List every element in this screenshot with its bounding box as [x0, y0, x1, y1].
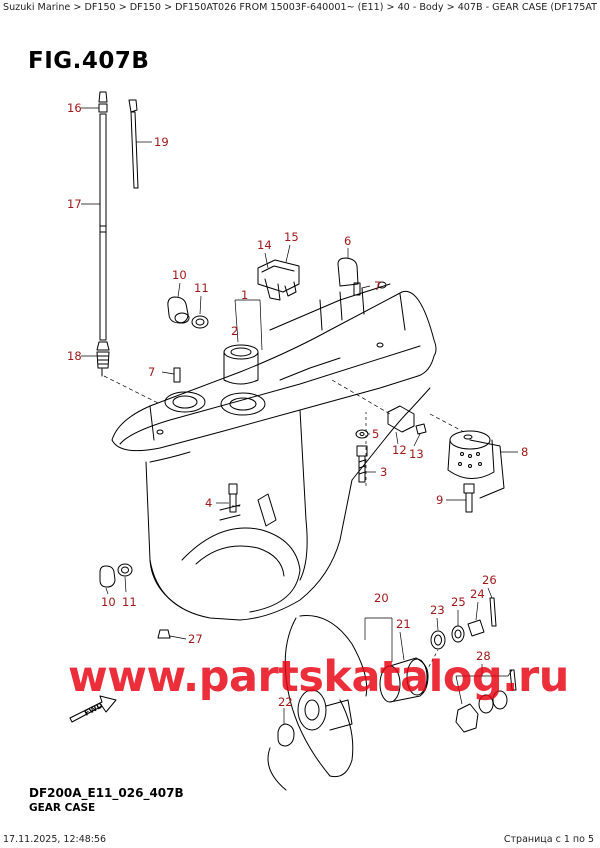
plug-lower-part	[99, 563, 133, 588]
callout-6[interactable]: 6	[344, 234, 351, 248]
callout-4[interactable]: 4	[205, 496, 212, 510]
fwd-label: FWD	[83, 701, 105, 718]
side-bolt-part	[228, 483, 238, 513]
watermark: www.partskatalog.ru	[68, 652, 569, 702]
callout-7[interactable]: 7	[148, 365, 155, 379]
callout-16[interactable]: 16	[67, 101, 82, 115]
bolt-washer-part	[355, 429, 369, 483]
callout-17[interactable]: 17	[67, 197, 82, 211]
callout-18[interactable]: 18	[67, 349, 82, 363]
tie-strip-part	[128, 99, 139, 189]
callout-3[interactable]: 3	[380, 465, 387, 479]
figure-caption: GEAR CASE	[29, 802, 96, 814]
callout-23[interactable]: 23	[430, 603, 445, 617]
callout-7[interactable]: 7	[374, 279, 381, 293]
thrust-washer-part	[430, 619, 485, 650]
callout-28[interactable]: 28	[476, 649, 491, 663]
cotter-pin-part	[489, 597, 497, 627]
anode-bolt-part	[463, 483, 475, 513]
gear-case-housing	[111, 281, 437, 621]
callout-25[interactable]: 25	[451, 595, 466, 609]
callout-10[interactable]: 10	[172, 268, 187, 282]
figure-title: FIG.407B	[28, 48, 150, 74]
callout-19[interactable]: 19	[154, 135, 169, 149]
callout-20[interactable]: 20	[374, 591, 389, 605]
propeller-bushing-part	[379, 657, 429, 703]
callout-11[interactable]: 11	[194, 281, 209, 295]
footer-pagination: Страница с 1 по 5	[503, 834, 594, 845]
propeller-nut-part	[455, 669, 517, 733]
callout-15[interactable]: 15	[284, 230, 299, 244]
callout-1[interactable]: 1	[241, 288, 248, 302]
dowel-pin-part	[173, 282, 361, 383]
callout-labels: 16 19 17 18 14 15 6 10 11 1 7 2 7 5 12 1…	[67, 101, 528, 709]
callout-11[interactable]: 11	[122, 595, 137, 609]
callout-14[interactable]: 14	[257, 238, 272, 252]
callout-12[interactable]: 12	[392, 443, 407, 457]
callout-10[interactable]: 10	[101, 595, 116, 609]
callout-8[interactable]: 8	[521, 445, 528, 459]
callout-22[interactable]: 22	[278, 695, 293, 709]
clip-part	[387, 405, 427, 435]
drive-shaft-part	[96, 91, 110, 377]
fwd-arrow-shape	[69, 695, 117, 723]
figure-code: DF200A_E11_026_407B	[29, 786, 184, 800]
callout-21[interactable]: 21	[396, 617, 411, 631]
footer-timestamp: 17.11.2025, 12:48:56	[3, 834, 107, 845]
callout-13[interactable]: 13	[409, 447, 424, 461]
callout-9[interactable]: 9	[436, 493, 443, 507]
propeller-part	[267, 615, 368, 791]
anode-part	[447, 430, 505, 499]
callout-2[interactable]: 2	[231, 324, 238, 338]
bottom-screw-part	[157, 629, 171, 639]
leader-lines	[81, 107, 518, 724]
callout-27[interactable]: 27	[188, 632, 203, 646]
callout-24[interactable]: 24	[470, 587, 485, 601]
breadcrumb[interactable]: Suzuki Marine > DF150 > DF150 > DF150AT0…	[3, 2, 597, 13]
callout-26[interactable]: 26	[482, 573, 497, 587]
plug-upper-part	[167, 296, 209, 329]
bracket-part	[257, 259, 300, 301]
callout-5[interactable]: 5	[372, 427, 379, 441]
cap-part	[337, 257, 359, 287]
